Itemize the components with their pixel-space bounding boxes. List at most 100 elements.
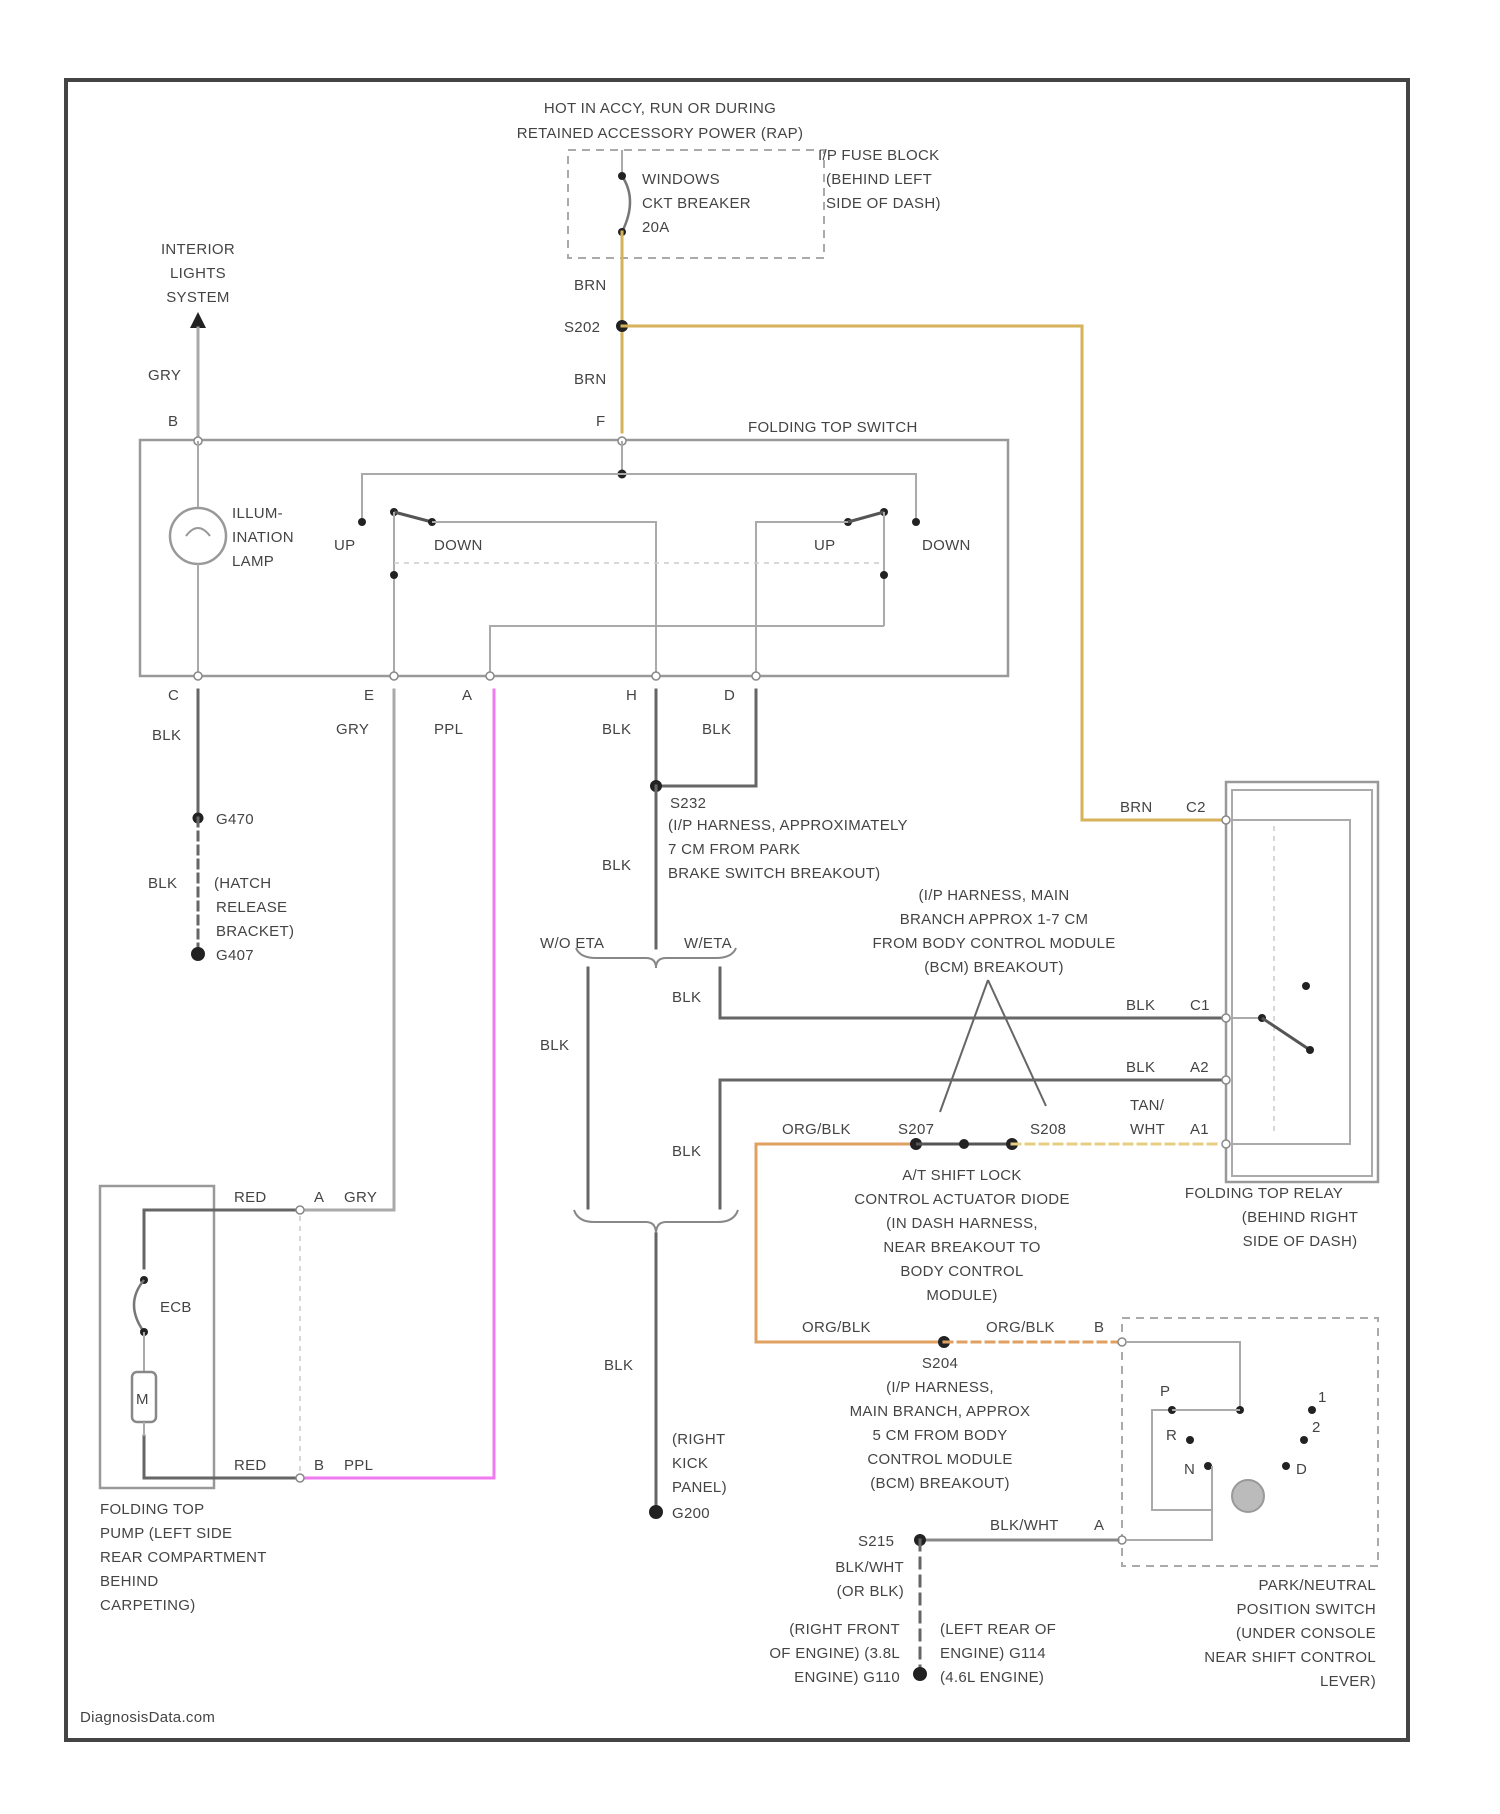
switch-title: FOLDING TOP SWITCH — [748, 419, 918, 436]
interior-lights: INTERIOR LIGHTS SYSTEM GRY B — [148, 241, 235, 440]
wire-blk-h-label: BLK — [602, 721, 631, 738]
pos-p-label: P — [1160, 1383, 1170, 1400]
relay-pin-c2: C2 — [1186, 799, 1206, 816]
ground-right-1: (LEFT REAR OF — [940, 1621, 1056, 1638]
power-source: HOT IN ACCY, RUN OR DURING RETAINED ACCE… — [517, 100, 941, 432]
breaker-label-3: 20A — [642, 219, 670, 236]
park-switch-contact-bar — [1152, 1410, 1212, 1510]
s204-note-1: (I/P HARNESS, — [886, 1379, 994, 1396]
splice-s208-label: S208 — [1030, 1121, 1066, 1138]
fuse-block-label-3: SIDE OF DASH) — [826, 195, 941, 212]
power-label-1: HOT IN ACCY, RUN OR DURING — [544, 100, 776, 117]
relay-pin-a2-terminal — [1222, 1076, 1230, 1084]
arrow-up-icon — [190, 312, 206, 328]
bcm-note-4: (BCM) BREAKOUT) — [924, 959, 1064, 976]
rocker-right-down-contact — [912, 518, 920, 526]
splice-s232-note-1: (I/P HARNESS, APPROXIMATELY — [668, 817, 908, 834]
wire-gry-interior-label: GRY — [148, 367, 181, 384]
wire-gry-e-label: GRY — [336, 721, 369, 738]
splice-s232-label: S232 — [670, 795, 706, 812]
g200-label-2: KICK — [672, 1455, 708, 1472]
rocker-left-lower-node — [390, 571, 398, 579]
splice-s202-label: S202 — [564, 319, 600, 336]
pos-2-contact — [1300, 1436, 1308, 1444]
bcm-note-2: BRANCH APPROX 1-7 CM — [900, 911, 1089, 928]
relay-contact-blade — [1262, 1018, 1310, 1050]
rocker-left-up: UP — [334, 537, 355, 554]
pos-r-label: R — [1166, 1427, 1177, 1444]
lamp-filament — [186, 528, 210, 536]
wire-ppl-a — [300, 690, 494, 1478]
pump-housing — [100, 1186, 214, 1488]
diode-label-2: CONTROL ACTUATOR DIODE — [854, 1191, 1070, 1208]
ground-right-3: (4.6L ENGINE) — [940, 1669, 1044, 1686]
wire-blk-g200-label: BLK — [604, 1357, 633, 1374]
illumination-lamp-icon — [170, 508, 226, 564]
relay-pin-c1: C1 — [1190, 997, 1210, 1014]
pin-f-label: F — [596, 413, 605, 430]
switch-output-wires: BLK G470 BLK (HATCH RELEASE BRACKET) G40… — [148, 690, 908, 1478]
ground-engine-icon — [913, 1667, 927, 1681]
park-switch-label-1: PARK/NEUTRAL — [1258, 1577, 1376, 1594]
pin-d-label: D — [724, 687, 735, 704]
switch-feed-bus — [362, 474, 916, 522]
rocker-right-blade — [848, 512, 884, 522]
rocker-left-blade — [394, 512, 432, 522]
relay-wire-blk-a2: BLK — [1126, 1059, 1155, 1076]
pump-wire-red-b: RED — [234, 1457, 267, 1474]
park-switch-label-5: LEVER) — [1320, 1673, 1376, 1690]
diode-label-3: (IN DASH HARNESS, — [886, 1215, 1038, 1232]
pump-pin-a: A — [314, 1189, 324, 1206]
g200-label-1: (RIGHT — [672, 1431, 725, 1448]
breaker-label-1: WINDOWS — [642, 171, 720, 188]
diode-label-1: A/T SHIFT LOCK — [902, 1167, 1022, 1184]
ground-left-1: (RIGHT FRONT — [789, 1621, 900, 1638]
lamp-label-2: INATION — [232, 529, 294, 546]
relay-coil-loop — [1230, 820, 1350, 1144]
park-switch-ground-path — [1126, 1510, 1212, 1540]
circuit-breaker-symbol — [622, 176, 630, 232]
splice-s232-note-2: 7 CM FROM PARK — [668, 841, 800, 858]
folding-top-pump: RED A GRY RED B PPL ECB M FOLDING TOP PU… — [100, 1186, 377, 1614]
s204-wire-left: ORG/BLK — [802, 1319, 871, 1336]
diode-label-6: MODULE) — [926, 1287, 997, 1304]
breaker-node-top — [618, 172, 626, 180]
ground-g200-icon — [649, 1505, 663, 1519]
s204-note-5: (BCM) BREAKOUT) — [870, 1475, 1010, 1492]
wire-gry-e — [300, 690, 394, 1210]
rocker-right-return — [490, 626, 884, 676]
rocker-left-up-contact — [358, 518, 366, 526]
relay-contact-no — [1306, 1046, 1314, 1054]
pump-wire-red-a: RED — [234, 1189, 267, 1206]
wire-blk-w-eta-label-2: BLK — [672, 1143, 701, 1160]
lamp-label-3: LAMP — [232, 553, 274, 570]
power-label-2: RETAINED ACCESSORY POWER (RAP) — [517, 125, 804, 142]
g200-label-3: PANEL) — [672, 1479, 727, 1496]
ground-wire-2: (OR BLK) — [837, 1583, 904, 1600]
wire-red-b — [144, 1436, 298, 1478]
ground-wire-1: BLK/WHT — [835, 1559, 904, 1576]
pin-h-label: H — [626, 687, 637, 704]
wire-red-a — [144, 1210, 298, 1268]
relay-pin-a2: A2 — [1190, 1059, 1209, 1076]
relay-wire-blk-c1: BLK — [1126, 997, 1155, 1014]
relay-label-1: FOLDING TOP RELAY — [1185, 1185, 1343, 1202]
pos-n-label: N — [1184, 1461, 1195, 1478]
relay-housing — [1226, 782, 1378, 1182]
pump-wire-ppl: PPL — [344, 1457, 373, 1474]
s204-pin-b: B — [1094, 1319, 1104, 1336]
pin-c-label: C — [168, 687, 179, 704]
hatch-label-2: RELEASE — [216, 899, 287, 916]
bcm-leader-s208 — [988, 980, 1046, 1106]
pump-wire-gry: GRY — [344, 1189, 377, 1206]
lamp-label-1: ILLUM- — [232, 505, 283, 522]
pump-label-5: CARPETING) — [100, 1597, 196, 1614]
wire-blk-d-label: BLK — [702, 721, 731, 738]
pin-e-label: E — [364, 687, 374, 704]
ground-g407-icon — [191, 947, 205, 961]
pos-r-contact — [1186, 1436, 1194, 1444]
park-switch-label-2: POSITION SWITCH — [1237, 1601, 1377, 1618]
rocker-right-down: DOWN — [922, 537, 971, 554]
wire-ppl-a-label: PPL — [434, 721, 463, 738]
